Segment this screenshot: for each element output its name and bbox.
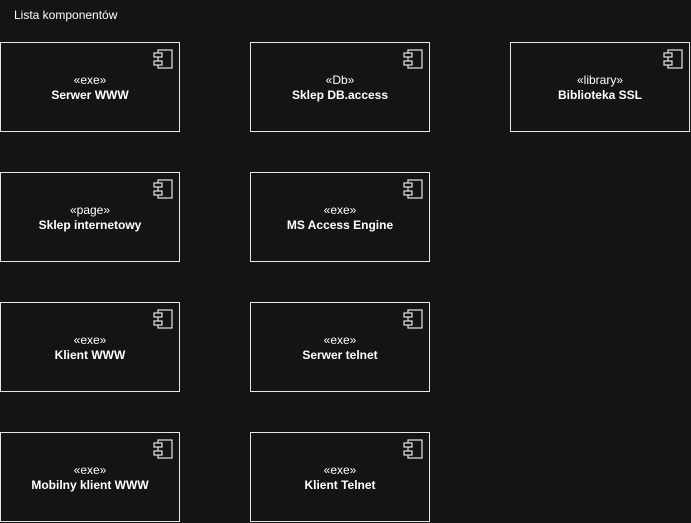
component-stereotype: «exe» <box>323 463 357 477</box>
component-klient-telnet[interactable]: «exe» Klient Telnet <box>250 432 430 522</box>
component-stereotype: «exe» <box>73 73 107 87</box>
component-serwer-www[interactable]: «exe» Serwer WWW <box>0 42 180 132</box>
component-name: Sklep internetowy <box>38 218 142 232</box>
component-name: Serwer telnet <box>302 348 378 362</box>
component-stereotype: «library» <box>576 73 624 87</box>
uml-component-icon <box>403 439 423 459</box>
component-sklep-internetowy[interactable]: «page» Sklep internetowy <box>0 172 180 262</box>
uml-component-icon <box>153 179 173 199</box>
component-stereotype: «exe» <box>73 333 107 347</box>
component-stereotype: «page» <box>69 203 111 217</box>
uml-component-icon <box>403 309 423 329</box>
diagram-title: Lista komponentów <box>14 8 118 22</box>
component-ms-access-engine[interactable]: «exe» MS Access Engine <box>250 172 430 262</box>
uml-component-icon <box>403 49 423 69</box>
component-name: Klient WWW <box>54 348 126 362</box>
uml-component-icon <box>153 309 173 329</box>
component-biblioteka-ssl[interactable]: «library» Biblioteka SSL <box>510 42 690 132</box>
component-serwer-telnet[interactable]: «exe» Serwer telnet <box>250 302 430 392</box>
component-stereotype: «exe» <box>323 333 357 347</box>
component-name: Serwer WWW <box>51 88 129 102</box>
component-sklep-db[interactable]: «Db» Sklep DB.access <box>250 42 430 132</box>
component-stereotype: «exe» <box>73 463 107 477</box>
component-stereotype: «Db» <box>325 73 355 87</box>
uml-component-icon <box>153 49 173 69</box>
component-stereotype: «exe» <box>323 203 357 217</box>
component-name: Klient Telnet <box>304 478 376 492</box>
component-mobilny-klient-www[interactable]: «exe» Mobilny klient WWW <box>0 432 180 522</box>
component-klient-www[interactable]: «exe» Klient WWW <box>0 302 180 392</box>
uml-component-icon <box>663 49 683 69</box>
uml-component-icon <box>153 439 173 459</box>
component-name: Sklep DB.access <box>291 88 389 102</box>
component-name: MS Access Engine <box>286 218 394 232</box>
component-name: Biblioteka SSL <box>557 88 643 102</box>
component-name: Mobilny klient WWW <box>31 478 149 492</box>
uml-component-icon <box>403 179 423 199</box>
